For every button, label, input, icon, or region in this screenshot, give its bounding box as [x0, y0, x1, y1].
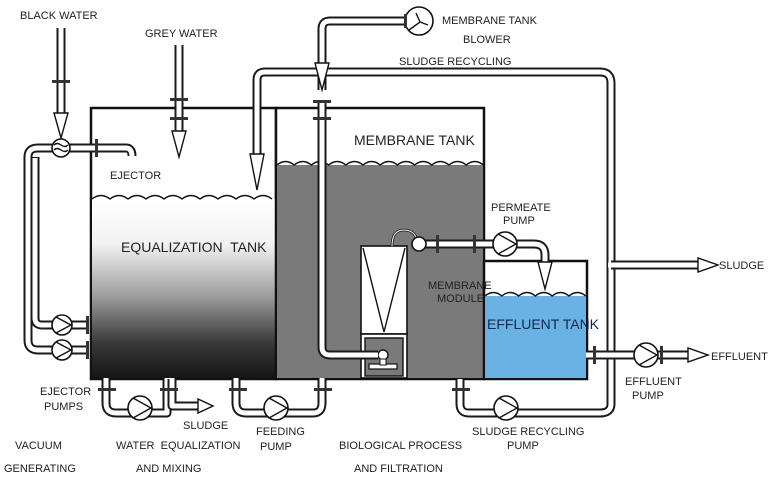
sludge-recycling-arrow-icon — [249, 153, 265, 191]
black-water-arrow-icon — [53, 112, 69, 141]
effluent-pump-label-1: EFFLUENT — [625, 376, 682, 388]
effluent-tank-label: EFFLUENT TANK — [487, 316, 600, 332]
labels: BLACK WATER GREY WATER EJECTOR MEMBRANE … — [4, 10, 768, 475]
flow-arrows — [53, 62, 721, 415]
equalization-tank: EQUALIZATION TANK — [89, 106, 278, 381]
stage-3-label-2: AND FILTRATION — [354, 463, 443, 475]
effluent-water-surface — [484, 291, 587, 297]
effluent-tank: EFFLUENT TANK — [482, 259, 600, 381]
blower-air-arrow-icon — [314, 62, 330, 93]
ejector-label: EJECTOR — [110, 170, 161, 182]
membrane-module: MEMBRANE MODULE — [360, 228, 492, 379]
sludge-out-label: SLUDGE — [719, 260, 764, 272]
mixing-pump-icon — [127, 395, 153, 421]
ejector-icon — [51, 138, 71, 158]
stage-1-label-1: VACUUM — [15, 440, 62, 452]
permeate-pump-icon — [492, 231, 518, 257]
effluent-pump-label-2: PUMP — [632, 390, 664, 402]
membrane-tank-blower-label-1: MEMBRANE TANK — [442, 15, 538, 27]
effluent-pump-icon — [633, 342, 659, 368]
membrane-water-surface — [276, 160, 484, 166]
feeding-pump-label-1: FEEDING — [256, 426, 305, 438]
grey-water-arrow-icon — [171, 130, 187, 160]
effluent-out-label: EFFLUENT — [711, 351, 768, 363]
grey-water-label: GREY WATER — [145, 28, 218, 40]
stage-1-label-2: GENERATING — [4, 463, 76, 475]
permeate-arrow-icon — [537, 261, 553, 292]
membrane-tank-blower-icon — [404, 6, 434, 36]
permeate-pump-label-2: PUMP — [503, 215, 535, 227]
pipes — [23, 16, 700, 418]
effluent-out-arrow-icon — [687, 347, 711, 363]
pipe-flanges — [52, 80, 663, 391]
sludge-recycling-flow-label: SLUDGE RECYCLING — [399, 56, 511, 68]
equalization-water-surface — [91, 194, 273, 200]
stage-3-label-1: BIOLOGICAL PROCESS — [339, 440, 462, 452]
stage-2-label-2: AND MIXING — [136, 463, 201, 475]
membrane-tank-label: MEMBRANE TANK — [354, 132, 475, 148]
membrane-tank-blower-label-2: BLOWER — [463, 34, 511, 46]
sludge-bottom-label: SLUDGE — [183, 420, 228, 432]
ejector-pump-1-icon — [51, 314, 73, 336]
permeate-pump-label-1: PERMEATE — [491, 202, 551, 214]
equalization-tank-label: EQUALIZATION TANK — [121, 239, 267, 255]
sludge-out-arrow-icon — [697, 257, 721, 273]
equalization-liquid — [92, 199, 275, 378]
sludge-recycling-pump-icon — [493, 395, 519, 421]
feeding-pump-label-2: PUMP — [260, 441, 292, 453]
black-water-label: BLACK WATER — [20, 10, 98, 22]
sludge-recycling-pump-label-1: SLUDGE RECYCLING — [472, 426, 584, 438]
permeate-valve-icon — [411, 236, 427, 252]
effluent-tank-liquid — [485, 296, 586, 378]
feeding-pump-icon — [263, 395, 289, 421]
sludge-recycling-pump-label-2: PUMP — [507, 440, 539, 452]
ejector-pumps-label-2: PUMPS — [44, 401, 83, 413]
membrane-module-label-2: MODULE — [437, 293, 484, 305]
membrane-module-label-1: MEMBRANE — [428, 280, 492, 292]
stage-2-label-1: WATER EQUALIZATION — [116, 440, 241, 452]
membrane-filter-icon — [362, 247, 406, 333]
ejector-pumps-label-1: EJECTOR — [40, 386, 91, 398]
ejector-pump-2-icon — [51, 339, 73, 361]
sludge-bottom-arrow-icon — [197, 397, 215, 415]
